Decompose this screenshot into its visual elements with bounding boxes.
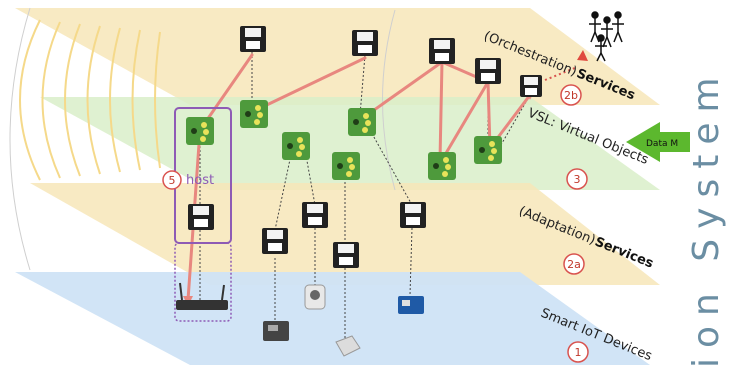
virtual-object-icon[interactable] <box>240 100 268 128</box>
host-label: host <box>186 173 214 188</box>
service-icon[interactable] <box>240 26 266 52</box>
service-icon[interactable] <box>262 228 288 254</box>
side-title-text: ion System <box>686 67 727 368</box>
service-icon[interactable] <box>188 204 214 230</box>
host-badge <box>162 170 182 190</box>
devices-badge <box>567 341 589 363</box>
wave-arcs <box>19 19 161 181</box>
users-icon <box>589 11 624 62</box>
service-icon[interactable] <box>400 202 426 228</box>
service-icons <box>188 26 542 268</box>
orchestration-badge-number: 2b <box>564 89 578 102</box>
service-icon[interactable] <box>475 58 501 84</box>
virtual-object-icon[interactable] <box>186 117 214 145</box>
service-icon[interactable] <box>333 242 359 268</box>
red-pointer-icon <box>577 50 588 61</box>
side-title: ion System <box>686 67 727 368</box>
phone-device-icon[interactable] <box>263 321 289 341</box>
service-icon[interactable] <box>302 202 328 228</box>
service-icon[interactable] <box>352 30 378 56</box>
adaptation-badge-number: 2a <box>567 258 581 271</box>
host-device-box <box>174 242 232 322</box>
sensor-device-icon[interactable] <box>304 284 326 310</box>
dotted-red-link <box>544 67 576 81</box>
virtual-object-icons <box>186 100 502 180</box>
devices-badge-number: 1 <box>575 346 582 359</box>
vsl-badge-number: 3 <box>574 173 581 186</box>
host-badge-number: 5 <box>169 174 176 187</box>
hub-device-icon[interactable] <box>335 335 361 357</box>
router-icon[interactable] <box>176 282 228 310</box>
vsl-badge <box>566 168 588 190</box>
virtual-object-icon[interactable] <box>474 136 502 164</box>
devices-layer <box>15 272 650 365</box>
orchestration-badge <box>560 84 582 106</box>
cylinder-outline <box>9 7 396 271</box>
service-icon[interactable] <box>429 38 455 64</box>
data-model-arrow: Data M <box>626 122 690 162</box>
data-model-arrow-label: Data M <box>646 139 678 149</box>
virtual-object-icon[interactable] <box>332 152 360 180</box>
service-icon[interactable] <box>520 75 542 97</box>
arduino-device-icon[interactable] <box>398 296 424 314</box>
virtual-object-icon[interactable] <box>348 108 376 136</box>
adaptation-badge <box>563 253 585 275</box>
virtual-object-icon[interactable] <box>282 132 310 160</box>
virtual-object-icon[interactable] <box>428 152 456 180</box>
